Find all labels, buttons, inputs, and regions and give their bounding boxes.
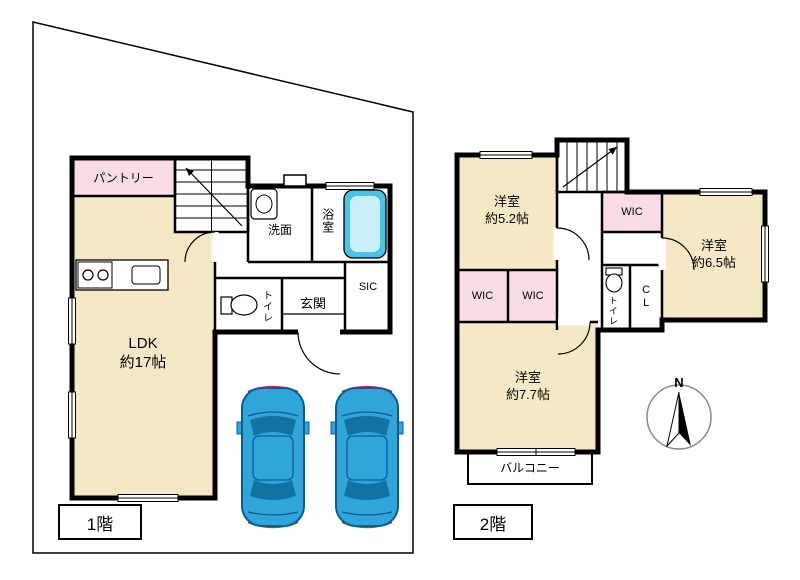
bathtub-icon: [343, 189, 387, 259]
room-label-entrance: 玄関: [299, 295, 326, 311]
room-label-bathroom: 浴室: [320, 208, 335, 234]
room-label-bedroom-7-7: 洋室 約7.7帖: [505, 370, 551, 402]
room-label-ldk: LDK 約17帖: [119, 334, 167, 372]
room-label-bedroom-6-5: 洋室 約6.5帖: [691, 238, 737, 270]
room-label-toilet-1f: トイレ: [260, 289, 272, 323]
floor1-label: 1階: [58, 504, 142, 540]
compass-icon: [646, 384, 712, 450]
car-icon-2: [329, 385, 405, 529]
stairs-icon-2f: [562, 140, 618, 192]
compass-north-label: N: [674, 374, 684, 390]
floor1-plan: [68, 155, 393, 502]
room-label-balcony: バルコニー: [500, 461, 560, 476]
car-icon-1: [235, 385, 311, 529]
window-marks-2f: [479, 151, 769, 456]
room-label-wic-center: WIC: [522, 289, 544, 302]
stairs-icon-1f: [175, 158, 248, 232]
sink-icon: [250, 188, 278, 220]
floor2-label: 2階: [453, 504, 533, 540]
toilet-icon-2f: [605, 267, 623, 293]
floor2-plan: [454, 137, 769, 485]
room-label-wic-left: WIC: [471, 289, 494, 302]
room-label-pantry: パントリー: [93, 171, 154, 186]
kitchen-counter-icon: [75, 259, 169, 291]
room-label-sic: SIC: [358, 280, 378, 293]
room-label-toilet-2f: トイレ: [607, 296, 618, 326]
toilet-icon-1f: [220, 294, 258, 316]
window-marks-1f: [68, 182, 375, 502]
balcony-outline: [467, 451, 593, 485]
room-label-wic-top: WIC: [621, 205, 643, 218]
room-label-closet: CL: [640, 284, 653, 310]
room-label-washroom: 洗面: [267, 223, 292, 238]
room-label-bedroom-5-2: 洋室 約5.2帖: [484, 194, 530, 226]
